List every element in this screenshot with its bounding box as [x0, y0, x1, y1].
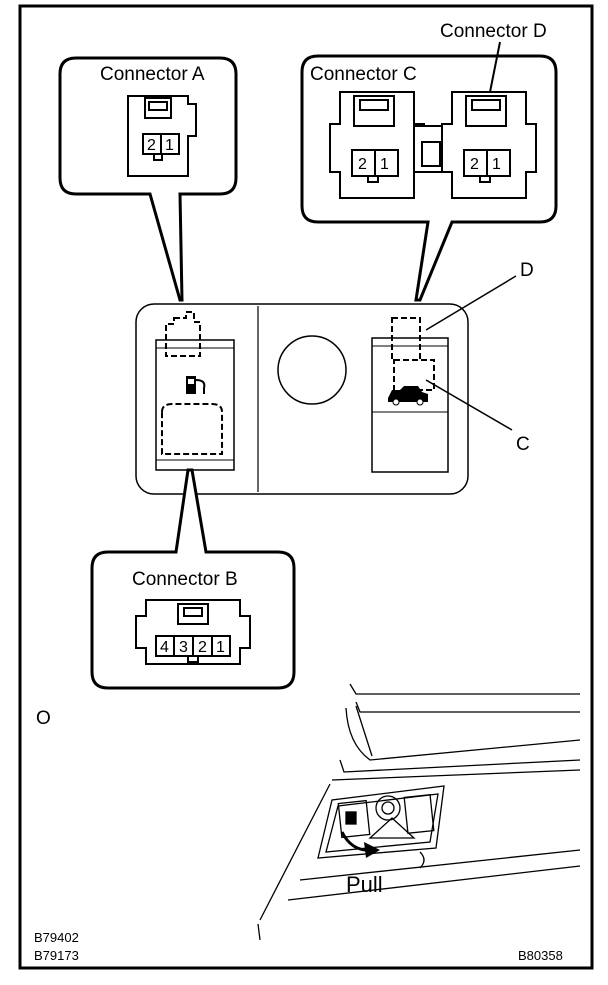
connector-d-title: Connector D — [440, 21, 547, 42]
fuel-door-switch — [155, 339, 235, 471]
connector-a-pin-2: 2 — [147, 137, 156, 154]
connector-b-pin-3: 3 — [179, 639, 188, 656]
outer-frame — [18, 4, 594, 970]
connector-a-location — [165, 311, 201, 357]
dashboard-inset — [257, 683, 581, 941]
connector-b-pin-2: 2 — [198, 639, 207, 656]
callout-d: D — [520, 260, 534, 281]
callout-c: C — [516, 434, 530, 455]
connector-d-location — [391, 317, 421, 361]
connector-c-pin-1: 1 — [380, 156, 389, 173]
connector-a-callout: Connector A 2 1 — [58, 56, 238, 302]
connector-c-location — [393, 359, 435, 399]
code-right: B80358 — [518, 948, 563, 963]
car-trunk-icon — [388, 386, 428, 406]
connector-c-plug — [329, 91, 425, 199]
inset-marker: O — [36, 708, 51, 729]
code-left-bottom: B79173 — [34, 948, 79, 963]
d-leader — [425, 275, 517, 331]
connector-d-pin-2: 2 — [470, 156, 479, 173]
connector-d-leader — [489, 41, 501, 93]
connector-a-plug — [127, 95, 197, 177]
connector-c-title: Connector C — [310, 64, 417, 85]
connector-d-pin-1: 1 — [492, 156, 501, 173]
fuel-pump-icon — [186, 376, 206, 394]
connector-b-location — [161, 403, 223, 455]
connector-b-title: Connector B — [132, 569, 238, 590]
pull-label: Pull — [346, 872, 383, 897]
code-left-top: B79402 — [34, 930, 79, 945]
connector-b-callout: Connector B 4 3 2 1 — [90, 468, 296, 690]
c-leader — [425, 379, 513, 431]
switch-panel — [135, 303, 469, 495]
connector-d-plug — [441, 91, 537, 199]
connector-c-pin-2: 2 — [358, 156, 367, 173]
connector-cd-callout: Connector C Connector D 2 1 2 1 — [300, 21, 558, 302]
connector-b-pin-1: 1 — [216, 639, 225, 656]
trunk-opener-switch — [371, 337, 449, 473]
panel-round-knob — [277, 335, 347, 405]
connector-b-plug — [135, 599, 251, 665]
connector-a-pin-1: 1 — [165, 137, 174, 154]
connector-a-title: Connector A — [100, 64, 205, 85]
connector-b-pin-4: 4 — [160, 639, 169, 656]
